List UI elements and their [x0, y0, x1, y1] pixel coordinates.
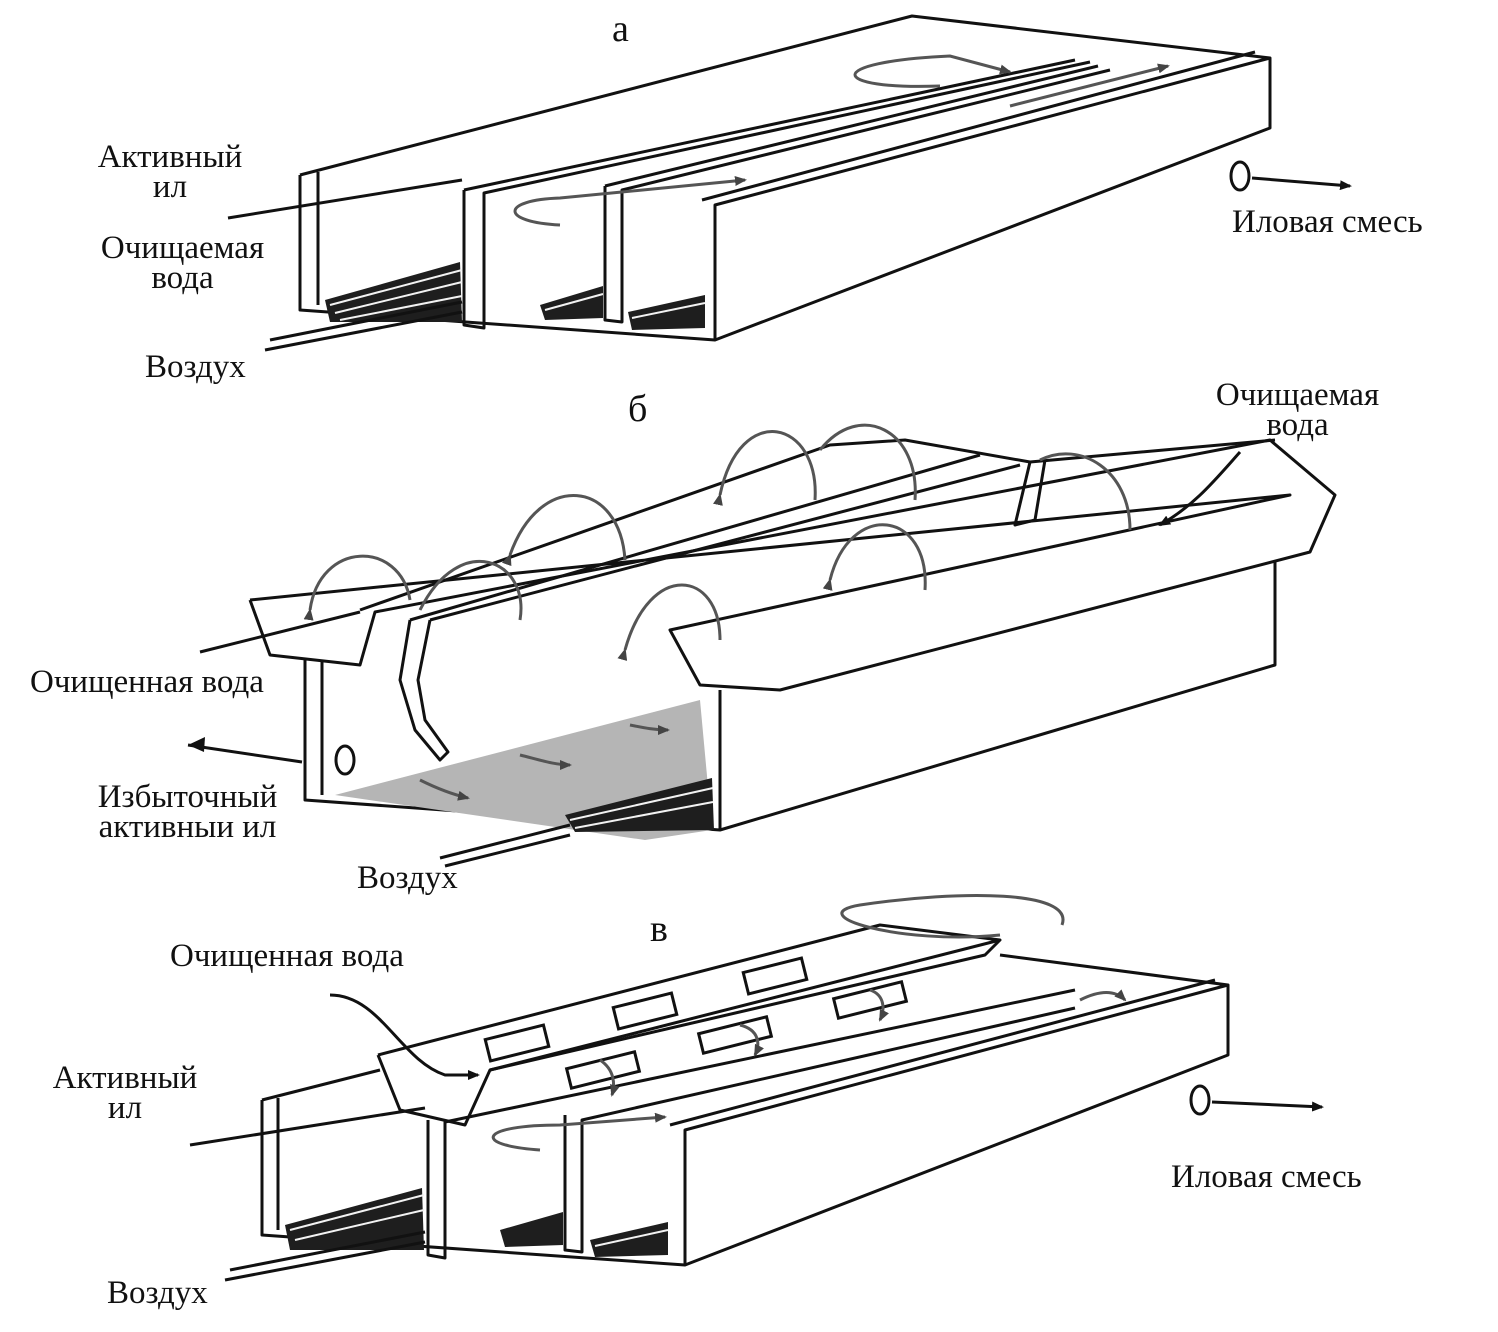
panel-b-floor-flow-2 — [519, 753, 572, 770]
panel-b-partition-top-2 — [429, 463, 1021, 622]
panel-c-settling-flow-3 — [869, 988, 889, 1022]
panel-b-treated-water-label: Очищенная вода — [30, 664, 264, 700]
panel-b-treated-water-pipe — [199, 610, 361, 654]
panel-b-circulation-4 — [713, 430, 817, 506]
panel-a-outer-edge — [298, 14, 1272, 342]
panel-a-flow-arrow — [1009, 63, 1170, 108]
panel-c-letter: в — [650, 908, 668, 950]
panel-c-window-1 — [483, 1023, 551, 1063]
panel-c-air-pipe-2 — [224, 1240, 426, 1282]
panel-a-partition-1 — [462, 60, 1091, 330]
panel-b-excess-sludge-label: Избыточный активныи ил — [97, 779, 278, 845]
panel-c-window-2 — [611, 991, 679, 1031]
panel-b-air-pipe-1 — [439, 823, 571, 860]
panel-b-sludge-hole — [334, 744, 356, 776]
panel-c-front-inner-edge — [669, 978, 1216, 1127]
panel-a-tank — [227, 14, 1352, 352]
panel-c-mixture-out-label: Иловая смесь — [1171, 1159, 1362, 1195]
panel-b-excess-sludge-arrowhead — [188, 737, 205, 752]
panel-c-outlet-arrow — [1211, 1100, 1324, 1112]
panel-c-left-top — [261, 1068, 381, 1102]
panel-b-aerator-grate — [565, 778, 714, 832]
panel-c-partition-1 — [426, 988, 1076, 1260]
panel-b-tank — [187, 423, 1337, 868]
panel-c-settling-flow-1 — [599, 1058, 620, 1097]
panel-a-front-inner-edge — [701, 50, 1256, 202]
panel-a-partition-2-top — [604, 64, 1099, 188]
panel-c-window-3 — [741, 956, 809, 996]
panel-b-excess-sludge-arrow-line — [187, 743, 303, 764]
panel-a-air-label: Воздух — [145, 349, 246, 385]
panel-c-treated-water-label: Очищенная вода — [170, 938, 404, 974]
panel-c-air-pipe-1 — [229, 1230, 426, 1272]
panel-a-outlet-hole — [1229, 160, 1251, 192]
panel-c-tank — [189, 894, 1324, 1282]
panel-a-flow-swirl-1 — [513, 175, 747, 227]
panel-b-inlet-arrow — [1158, 451, 1242, 527]
panel-b-trough-top-edge — [359, 438, 1276, 612]
panel-b-trough-outline — [248, 438, 1337, 692]
panel-a-partition-1-top — [463, 58, 1076, 192]
panel-c-slot-3 — [831, 980, 909, 1020]
panel-b-water-in-label: Очищаемая вода — [1215, 377, 1380, 443]
panel-a-air-pipe-1 — [269, 300, 463, 342]
panel-c-sludge-pipe — [189, 1106, 426, 1147]
panel-a-aerator-grate-1 — [325, 262, 463, 322]
panel-c-settler-trough — [376, 923, 1002, 1127]
panel-b-air-pipe-2 — [444, 833, 571, 868]
panel-b-letter: б — [628, 388, 648, 430]
panel-a-aerator-grate-2 — [540, 286, 706, 330]
panel-b-inlet-slot — [1013, 459, 1047, 527]
panel-c-outer-edge — [260, 953, 1230, 1267]
panel-b-circulation-1 — [303, 554, 412, 621]
panel-b-circulation-5 — [818, 423, 917, 501]
panel-b-circulation-2 — [418, 559, 523, 621]
panel-b-circulation-8 — [1039, 452, 1132, 531]
panel-b-baffle — [398, 619, 450, 762]
panel-c-flow-swirl-1 — [491, 1112, 667, 1152]
panel-b-circulation-6 — [617, 583, 722, 661]
panel-a-letter: а — [612, 8, 629, 50]
panel-a-air-pipe-2 — [264, 310, 463, 352]
panel-a-mixture-out-label: Иловая смесь — [1232, 204, 1423, 240]
panel-c-flow-swirl-3 — [1079, 989, 1127, 1002]
panel-b-air-label: Воздух — [357, 860, 458, 896]
panel-c-settler-edge — [489, 938, 1001, 1072]
panel-c-aerator-grate-1 — [285, 1188, 425, 1250]
panel-c-active-sludge-label: Активный ил — [52, 1060, 198, 1126]
panel-c-aerator-grate-2 — [500, 1212, 669, 1257]
panel-b-floor-flow-3 — [629, 723, 670, 735]
panel-c-front-edge — [683, 983, 1229, 1265]
panel-a-partition-2 — [603, 68, 1111, 324]
panel-c-outlet-hole — [1189, 1084, 1211, 1116]
panel-b-circulation-7 — [822, 523, 927, 591]
panel-c-air-label: Воздух — [107, 1275, 208, 1311]
panel-b-floor-flow-1 — [419, 778, 470, 801]
panel-a-front-edge — [713, 56, 1271, 340]
panel-c-treated-water-arrow — [329, 993, 480, 1080]
panel-c-slot-2 — [696, 1015, 774, 1055]
panel-a-water-in-label: Очищаемая вода — [100, 230, 265, 296]
panel-a-active-sludge-label: Активный ил — [97, 139, 243, 205]
panel-a-sludge-pipe — [227, 178, 463, 220]
panel-a-outlet-arrow — [1251, 176, 1352, 191]
panel-c-partition-2 — [563, 1006, 1076, 1254]
panel-a-flow-swirl-2 — [853, 54, 1012, 88]
panel-c-settling-flow-2 — [739, 1023, 764, 1057]
panel-b-partition-top — [409, 453, 981, 622]
panel-c-flow-swirl-2 — [840, 894, 1065, 939]
panel-b-circulation-3 — [501, 494, 627, 567]
